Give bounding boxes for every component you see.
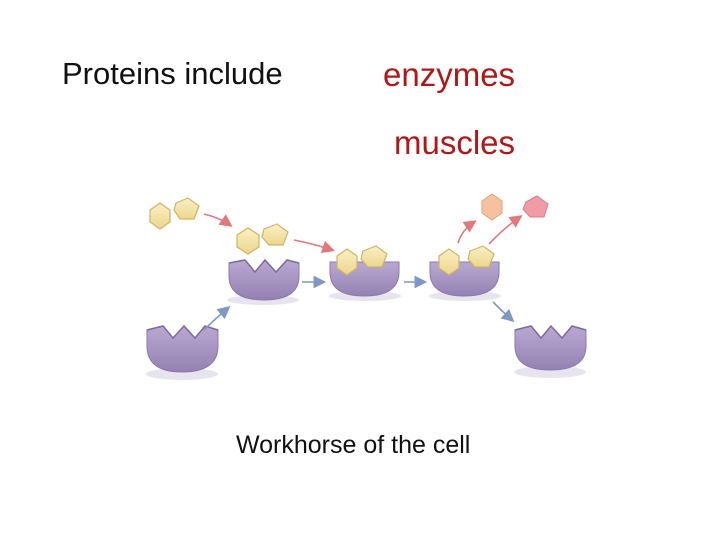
substrate-approaching: [236, 223, 289, 255]
arrow-enzyme-up: [203, 305, 231, 331]
enzyme-free-left: [146, 324, 219, 380]
product-released-orange: [481, 193, 503, 221]
substrate-bound: [336, 245, 388, 276]
term-enzymes: enzymes: [383, 56, 516, 93]
arrow-release-pink: [488, 215, 523, 245]
enzyme-free-right: [514, 324, 587, 378]
product-released-pink: [522, 195, 549, 218]
arrow-approach-to-bound: [293, 239, 336, 254]
products-bound: [438, 245, 495, 276]
term-muscles: muscles: [394, 124, 516, 161]
arrow-release-orange: [457, 220, 477, 244]
enzyme-active-site-1: [227, 258, 300, 305]
slide-caption: Workhorse of the cell: [236, 431, 471, 459]
slide-heading: Proteins include: [62, 56, 283, 91]
arrow-substrate-to-approach: [203, 213, 233, 227]
substrate-free: [149, 197, 200, 230]
arrow-enzyme-release: [492, 301, 515, 323]
